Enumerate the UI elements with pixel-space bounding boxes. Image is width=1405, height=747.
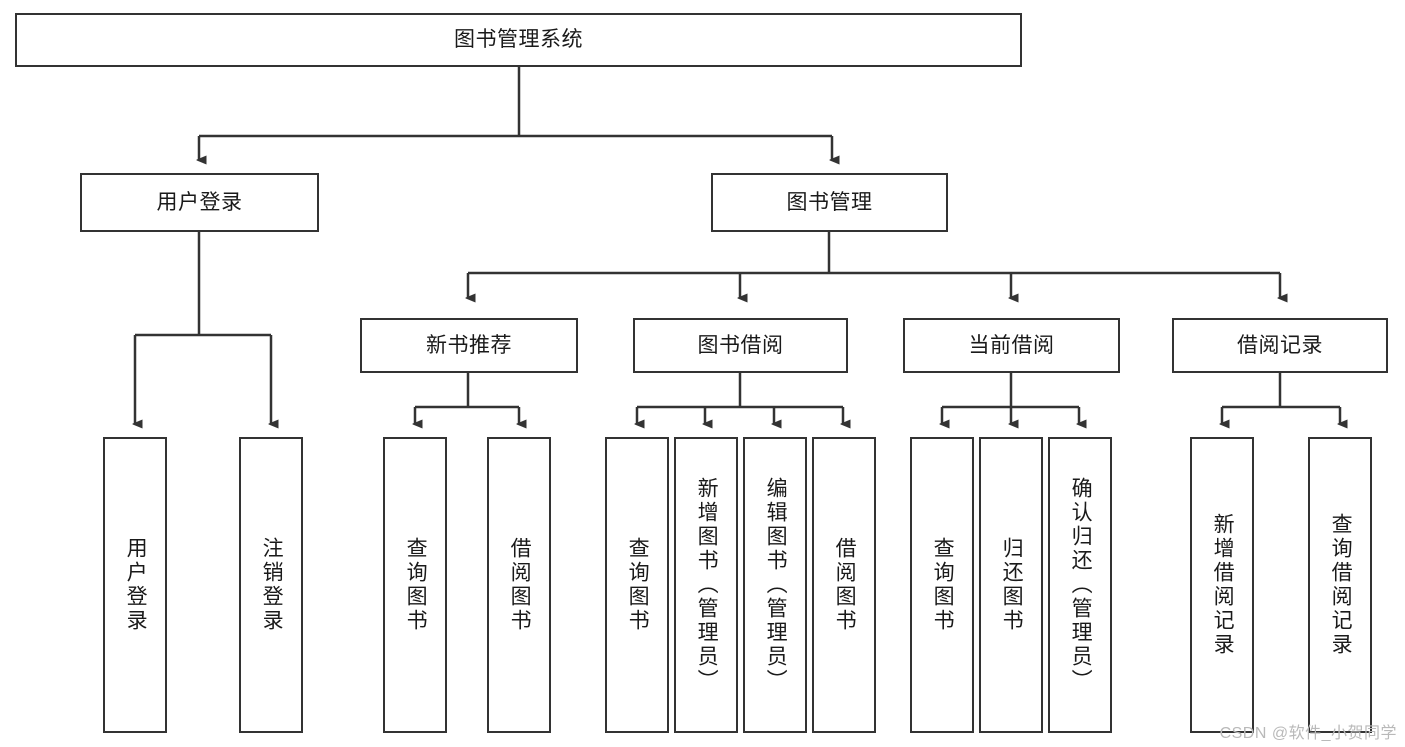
node-label: 新增借阅记录 — [1211, 513, 1235, 657]
node-label: 借阅记录 — [1237, 333, 1323, 357]
node-label: 用户登录 — [124, 537, 148, 633]
node-label: 确认归还（管理员） — [1069, 477, 1093, 693]
leaf-add-borrow-record[interactable]: 新增借阅记录 — [1190, 437, 1254, 733]
node-label: 借阅图书 — [508, 537, 532, 633]
leaf-query-book-current[interactable]: 查询图书 — [910, 437, 974, 733]
leaf-edit-book-admin[interactable]: 编辑图书（管理员） — [743, 437, 807, 733]
node-borrow-records[interactable]: 借阅记录 — [1172, 318, 1388, 373]
node-book-management[interactable]: 图书管理 — [711, 173, 948, 232]
node-root[interactable]: 图书管理系统 — [15, 13, 1022, 67]
node-new-book-recommend[interactable]: 新书推荐 — [360, 318, 578, 373]
node-label: 归还图书 — [1000, 537, 1024, 633]
node-label: 图书管理系统 — [454, 28, 583, 52]
leaf-logout[interactable]: 注销登录 — [239, 437, 303, 733]
leaf-confirm-return-admin[interactable]: 确认归还（管理员） — [1048, 437, 1112, 733]
node-user-login[interactable]: 用户登录 — [80, 173, 319, 232]
leaf-borrow-book[interactable]: 借阅图书 — [812, 437, 876, 733]
node-label: 新书推荐 — [426, 333, 512, 357]
leaf-user-login[interactable]: 用户登录 — [103, 437, 167, 733]
leaf-query-book-recommend[interactable]: 查询图书 — [383, 437, 447, 733]
node-label: 用户登录 — [156, 190, 243, 214]
node-label: 图书管理 — [786, 190, 873, 214]
leaf-borrow-book-recommend[interactable]: 借阅图书 — [487, 437, 551, 733]
node-label: 注销登录 — [260, 537, 284, 633]
leaf-query-borrow-record[interactable]: 查询借阅记录 — [1308, 437, 1372, 733]
watermark-text: CSDN @软件_小贺同学 — [1219, 725, 1397, 742]
node-label: 查询借阅记录 — [1329, 513, 1353, 657]
node-label: 查询图书 — [931, 537, 955, 633]
node-current-borrow[interactable]: 当前借阅 — [903, 318, 1120, 373]
node-label: 借阅图书 — [833, 537, 857, 633]
node-book-borrow[interactable]: 图书借阅 — [633, 318, 848, 373]
node-label: 图书借阅 — [697, 333, 784, 357]
leaf-add-book-admin[interactable]: 新增图书（管理员） — [674, 437, 738, 733]
node-label: 查询图书 — [404, 537, 428, 633]
leaf-query-book-borrow[interactable]: 查询图书 — [605, 437, 669, 733]
node-label: 新增图书（管理员） — [695, 477, 719, 693]
leaf-return-book[interactable]: 归还图书 — [979, 437, 1043, 733]
node-label: 编辑图书（管理员） — [764, 477, 788, 693]
node-label: 当前借阅 — [968, 333, 1055, 357]
node-label: 查询图书 — [626, 537, 650, 633]
